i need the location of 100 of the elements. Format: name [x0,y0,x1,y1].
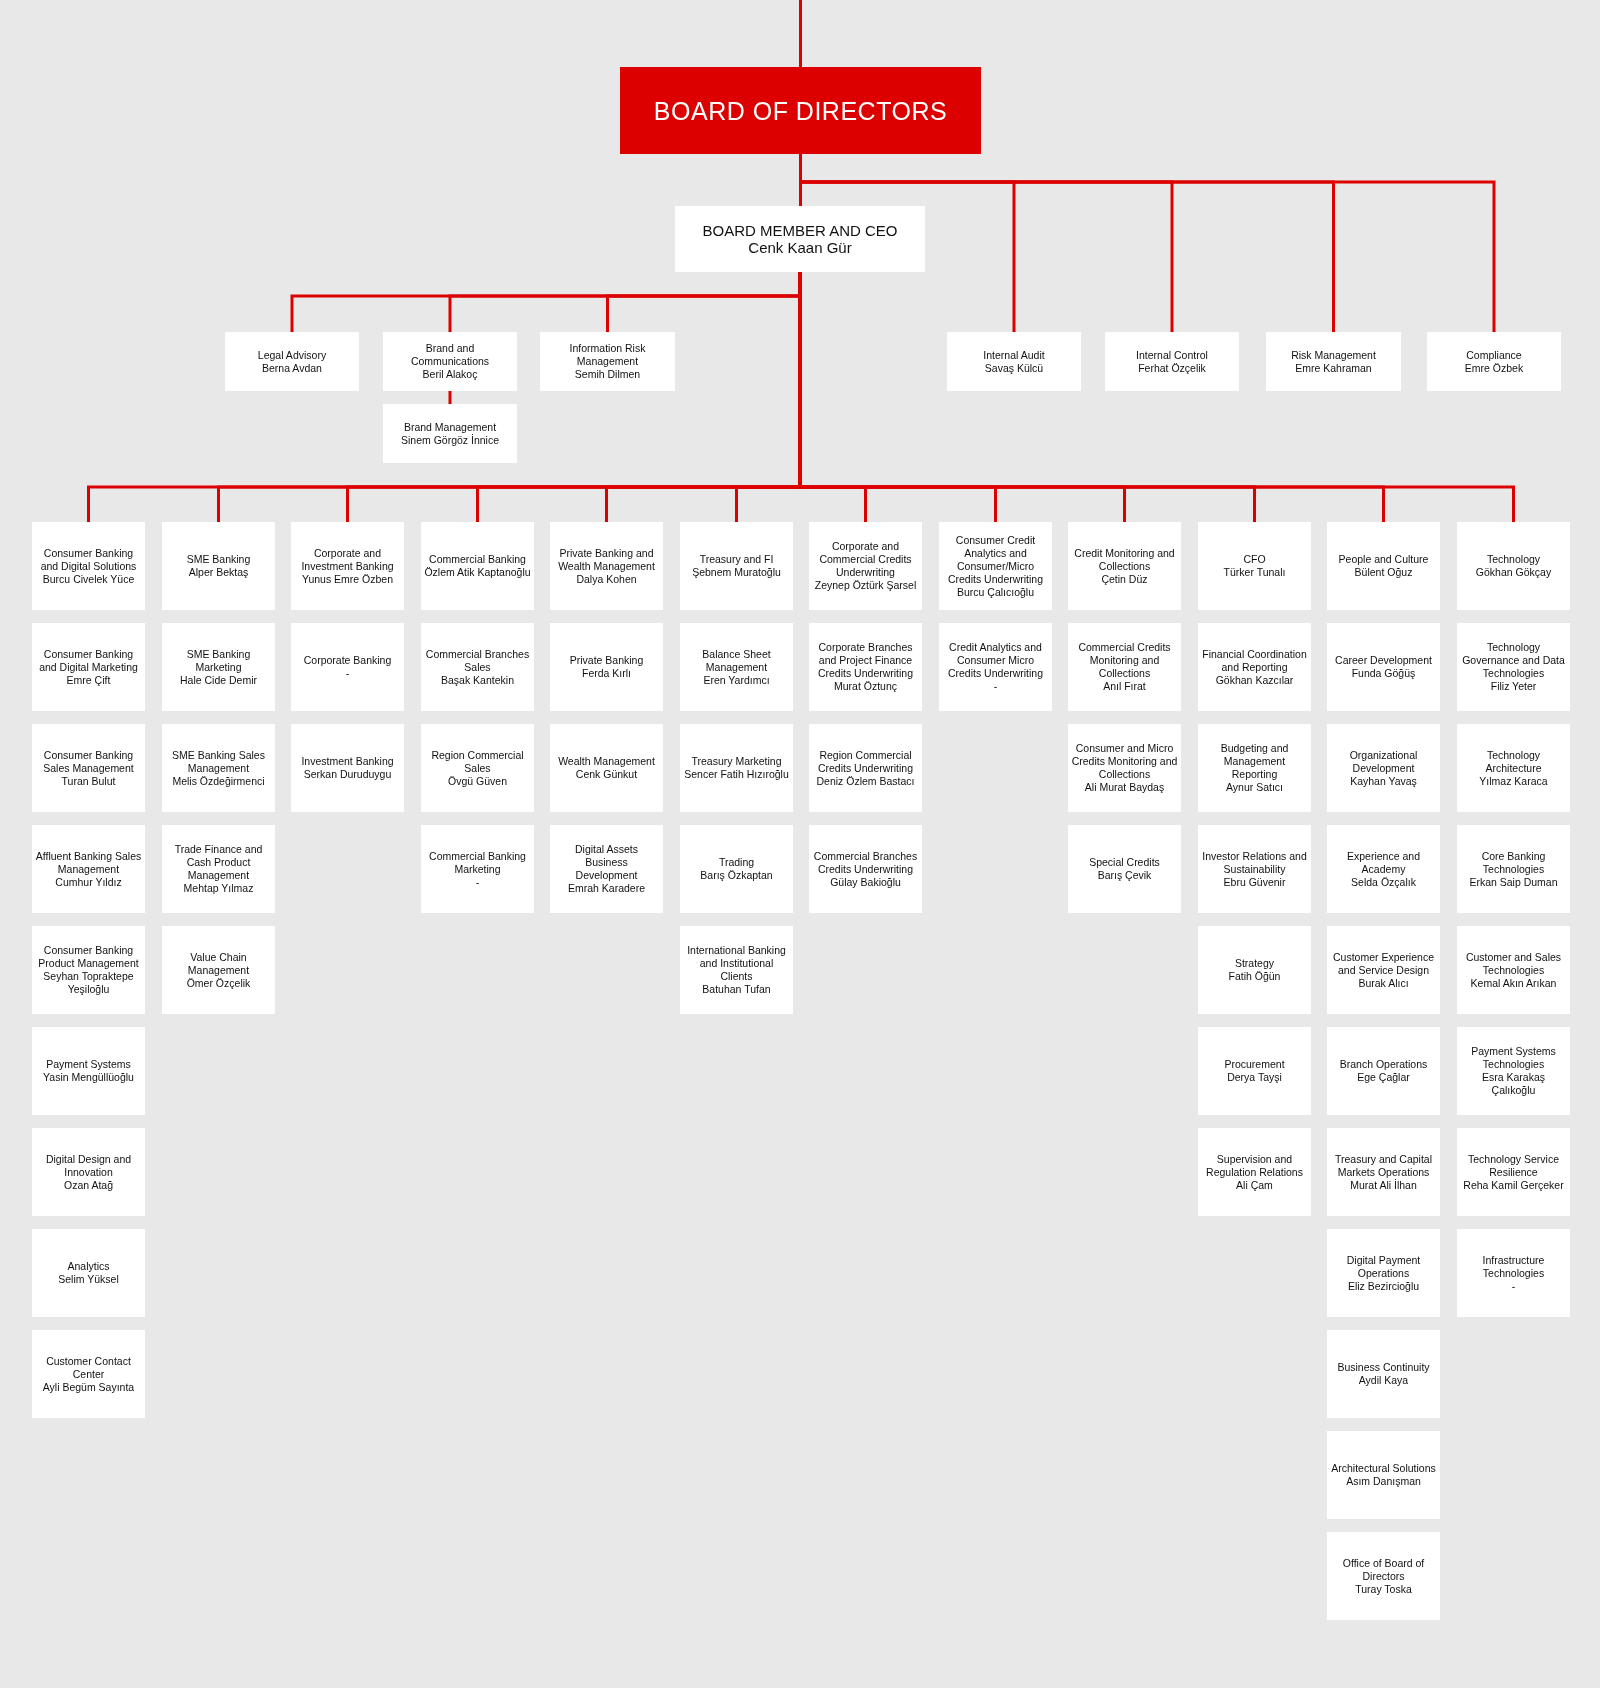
person-name: Filiz Yeter [1490,680,1537,693]
unit-title: Technology Governance and Data Technologies [1461,641,1566,680]
org-unit-box [225,332,359,391]
unit-title: Compliance [1466,348,1522,362]
unit-title: Consumer Banking Product Management [37,944,140,970]
unit-title: Region Commercial Sales [430,748,525,775]
person-name: Aydil Kaya [1358,1374,1409,1387]
person-name: Melis Özdeğirmenci [172,774,265,788]
unit-title: Payment Systems Technologies [1470,1045,1557,1071]
unit-title: Corporate and Commercial Credits Underwriting [818,540,913,579]
unit-title: SME Banking Sales Management [171,748,266,775]
person-name: Zeynep Öztürk Şarsel [814,579,917,592]
unit-title: Affluent Banking Sales Management [35,849,142,876]
person-name: Ali Çam [1236,1178,1273,1192]
unit-title: Customer and Sales Technologies [1464,950,1563,977]
org-unit-box [550,522,663,610]
person-name: Eren Yardımcı [703,673,770,687]
person-name: Kayhan Yavaş [1350,774,1417,788]
person-name: Övgü Güven [448,774,507,788]
unit-title: Special Credits [1089,856,1160,869]
person-name: Başak Kantekin [441,673,514,687]
person-name: Yılmaz Karaca [1479,774,1548,788]
person-name: Gökhan Gökçay [1475,566,1552,579]
person-name: - [993,680,998,693]
org-unit-box [1105,332,1239,391]
unit-title: Risk Management [1291,348,1376,362]
unit-title: Treasury and Capital Markets Operations [1333,1152,1434,1179]
unit-title: Corporate and Investment Banking [300,546,395,573]
org-unit-box [1427,332,1561,391]
person-name: Burcu Civelek Yüce [42,572,135,586]
person-name: Turan Bulut [61,774,116,788]
person-name: Fatih Öğün [1228,970,1281,983]
unit-title: Commercial Banking [429,553,526,566]
person-name: Cenk Kaan Gür [748,239,852,256]
unit-title: Consumer Credit Analytics and Consumer/Micro Credits Underwriting [946,533,1045,586]
unit-title: Core Banking Technologies [1480,849,1547,876]
person-name: Selda Özçalık [1351,875,1416,889]
unit-title: Budgeting and Management Reporting [1219,742,1290,781]
person-name: Esra Karakaş Çalıkoğlu [1481,1071,1546,1097]
person-name: Ferhat Özçelik [1138,361,1206,375]
person-name: Şebnem Muratoğlu [692,566,781,579]
person-name: Derya Tayşi [1227,1071,1282,1084]
unit-title: Technology Architecture [1484,748,1543,775]
connector-line [799,0,802,67]
unit-title: Customer Contact Center [45,1354,132,1381]
unit-title: Commercial Banking Marketing [428,849,527,876]
person-name: Aynur Satıcı [1226,781,1283,794]
person-name: Kemal Akın Arıkan [1470,976,1557,990]
person-name: Yunus Emre Özben [301,572,394,586]
person-name: Cenk Günkut [575,768,638,781]
org-unit-box [421,522,534,610]
person-name: Ali Murat Baydaş [1084,781,1165,794]
unit-title: Digital Payment Operations [1345,1253,1422,1280]
unit-title: Commercial Credits Monitoring and Collections [1077,641,1172,680]
unit-title: Financial Coordination and Reporting [1201,647,1308,674]
unit-title: Payment Systems [46,1058,131,1071]
unit-title: Information Risk Management [568,342,647,368]
unit-title: International Banking and Institutional Clients [686,944,787,983]
person-name: Sinem Görgöz İnnice [400,433,500,447]
person-name: Reha Kamil Gerçeker [1463,1178,1564,1192]
unit-title: BOARD MEMBER AND CEO [702,222,898,239]
unit-title: Business Continuity [1337,1361,1430,1374]
unit-title: Treasury and FI [699,553,774,566]
unit-title: Legal Advisory [257,348,327,362]
org-unit-box [1068,522,1181,610]
org-unit-box [939,522,1052,610]
org-unit-box [675,206,925,272]
unit-title: Trading [718,856,755,869]
person-name: Yasin Mengüllüoğlu [43,1071,134,1084]
person-name: Serkan Duruduygu [303,768,392,781]
unit-title: Wealth Management [558,755,655,768]
person-name: Mehtap Yılmaz [183,882,254,895]
unit-title: Architectural Solutions [1331,1462,1436,1475]
person-name: Funda Göğüş [1351,667,1416,680]
unit-title: Investor Relations and Sustainability [1201,849,1308,876]
person-name: Ege Çağlar [1357,1071,1410,1084]
unit-title: Trade Finance and Cash Product Management [173,843,264,882]
person-name: Berna Avdan [262,361,322,375]
person-name: Selim Yüksel [58,1273,119,1286]
person-name: Savaş Külcü [984,361,1044,375]
org-unit-box [1457,522,1570,610]
person-name: Deniz Özlem Bastacı [816,774,915,788]
unit-title: SME Banking [186,553,251,566]
person-name: Emre Özbek [1464,361,1524,375]
unit-title: Commercial Branches Sales [424,647,531,674]
org-unit-box [947,332,1081,391]
person-name: - [345,667,350,680]
unit-title: Customer Experience and Service Design [1332,950,1435,977]
person-name: Ozan Atağ [63,1178,113,1192]
unit-title: CFO [1243,553,1266,566]
unit-title: Procurement [1224,1058,1285,1071]
person-name: Hale Cide Demir [180,673,257,687]
org-unit-box [32,522,145,610]
person-name: Emrah Karadere [567,882,645,895]
unit-title: Strategy [1234,957,1275,970]
person-name: Gülay Bakioğlu [830,875,901,889]
person-name: Beril Alakoç [422,368,478,381]
unit-title: Credit Analytics and Consumer Micro Credits Underwriting [946,641,1045,680]
org-unit-box [1266,332,1401,391]
org-unit-box [383,404,517,463]
